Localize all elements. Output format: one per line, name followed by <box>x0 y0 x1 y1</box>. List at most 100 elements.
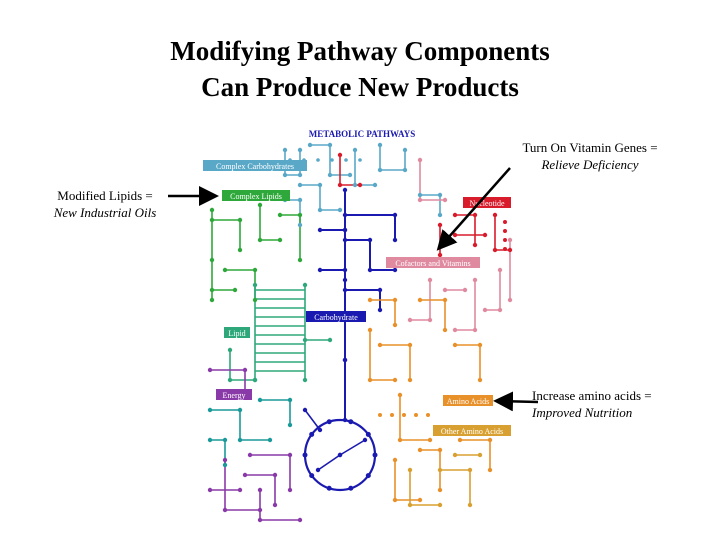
amino-annotation-line-1: Increase amino acids = <box>532 388 652 403</box>
pathway-node <box>507 297 513 303</box>
pathway-node <box>365 431 371 437</box>
pathway-node <box>497 307 503 313</box>
pathway-node <box>367 267 373 273</box>
pathway-node <box>426 413 430 417</box>
lipids-annotation-line-2: New Industrial Oils <box>53 205 157 220</box>
pathway-node <box>392 267 398 273</box>
pathway-node <box>209 257 215 263</box>
pathway-node <box>462 287 468 293</box>
carbohydrate-label-box <box>306 311 366 322</box>
pathway-node <box>297 517 303 523</box>
pathway-node <box>237 437 243 443</box>
cofactors-label-box <box>386 257 480 268</box>
pathway-node <box>482 232 488 238</box>
pathway-node <box>357 182 363 188</box>
pathway-node <box>407 467 413 473</box>
pathway-node <box>327 142 333 148</box>
pathway-node <box>477 342 483 348</box>
pathway-line <box>317 454 341 471</box>
pathway-node <box>467 502 473 508</box>
pathway-node <box>257 517 263 523</box>
pathway-node <box>377 142 383 148</box>
lipids-annotation-line-1: Modified Lipids = <box>57 188 153 203</box>
pathway-node <box>317 427 323 433</box>
pathway-node <box>392 322 398 328</box>
pathway-node <box>342 287 348 293</box>
pathway-node <box>348 485 354 491</box>
pathway-node <box>297 182 303 188</box>
pathway-node <box>437 222 443 228</box>
pathway-node <box>327 337 333 343</box>
pathway-line <box>345 239 395 271</box>
pathway-node <box>257 507 263 513</box>
pathway-node <box>237 217 243 223</box>
pathway-node <box>442 197 448 203</box>
pathway-node <box>362 437 368 443</box>
title-line-2: Can Produce New Products <box>201 72 519 102</box>
complex-carbohydrates-label-box <box>203 160 307 171</box>
pathway-node <box>287 422 293 428</box>
pathway-node <box>402 413 406 417</box>
pathway-node <box>317 207 323 213</box>
pathway-node <box>417 192 423 198</box>
complex-lipids-label: Complex Lipids <box>230 192 282 201</box>
pathway-node <box>287 487 293 493</box>
pathway-node <box>427 437 433 443</box>
pathway-node <box>326 485 332 491</box>
pathway-node <box>392 497 398 503</box>
pathway-node <box>392 237 398 243</box>
pathway-node <box>402 147 408 153</box>
pathway-node <box>377 167 383 173</box>
pathway-line <box>379 145 406 171</box>
pathway-node <box>377 307 383 313</box>
pathway-node <box>342 212 348 218</box>
carbohydrate-label: Carbohydrate <box>314 313 358 322</box>
pathway-node <box>427 277 433 283</box>
pathway-node <box>437 502 443 508</box>
pathway-node <box>442 287 448 293</box>
pathway-node <box>209 217 215 223</box>
amino-annotation: Increase amino acids = Improved Nutritio… <box>532 387 702 421</box>
pathway-node <box>297 147 303 153</box>
pathway-node <box>367 327 373 333</box>
slide-title: Modifying Pathway Components Can Produce… <box>0 33 720 105</box>
pathway-node <box>358 158 362 162</box>
pathway-node <box>317 227 323 233</box>
pathway-node <box>337 182 343 188</box>
pathway-node <box>316 158 320 162</box>
pathway-node <box>252 282 258 288</box>
pathway-node <box>367 297 373 303</box>
pathway-node <box>347 172 353 178</box>
pathway-node <box>267 437 273 443</box>
pathway-node <box>417 447 423 453</box>
pathway-node <box>252 377 258 383</box>
pathway-node <box>377 342 383 348</box>
nucleotide-label-box <box>463 197 511 208</box>
pathway-node <box>372 452 378 458</box>
pathway-node <box>487 467 493 473</box>
pathway-node <box>337 152 343 158</box>
pathway-node <box>503 247 507 251</box>
complex-carbohydrates-label: Complex Carbohydrates <box>216 162 294 171</box>
pathway-node <box>497 267 503 273</box>
pathway-node <box>442 327 448 333</box>
pathway-node <box>417 297 423 303</box>
complex-lipids-label-box <box>222 190 290 201</box>
energy-label-box <box>216 389 252 400</box>
pathway-node <box>277 237 283 243</box>
pathway-node <box>242 367 248 373</box>
pathway-node <box>297 197 303 203</box>
pathway-node <box>272 502 278 508</box>
pathway-line <box>304 409 321 431</box>
map-heading: METABOLIC PATHWAYS <box>309 129 415 139</box>
pathway-node <box>302 337 308 343</box>
nucleotide-label: Nucleotide <box>469 199 505 208</box>
pathway-node <box>342 357 348 363</box>
pathway-node <box>477 377 483 383</box>
vitamin-annotation-line-1: Turn On Vitamin Genes = <box>522 140 658 155</box>
pathway-node <box>282 172 288 178</box>
cofactors-vitamins-label: Cofactors and Vitamins <box>395 259 470 268</box>
title-line-1: Modifying Pathway Components <box>170 36 550 66</box>
pathway-node <box>257 397 263 403</box>
